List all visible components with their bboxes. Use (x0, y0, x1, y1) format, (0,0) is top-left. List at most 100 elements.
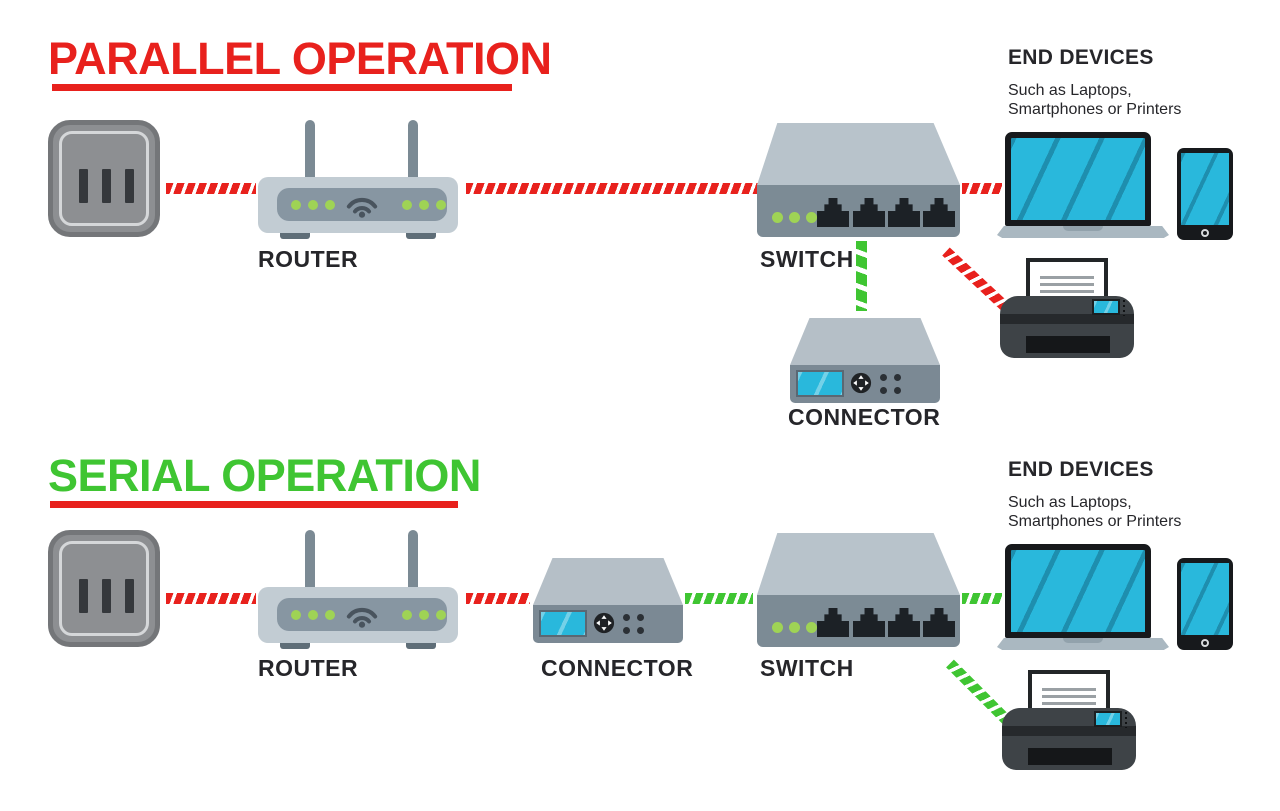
connector-label: CONNECTOR (788, 404, 941, 430)
router-led (402, 610, 412, 620)
tablet-icon (1177, 148, 1233, 240)
switch-led (806, 622, 817, 633)
router-led (291, 610, 301, 620)
switch-label: SWITCH (760, 246, 854, 272)
connector-screen (539, 610, 587, 637)
printer-band (1002, 726, 1136, 736)
connector-knob-icon (593, 612, 615, 639)
router-icon (258, 120, 458, 239)
paper-line (1042, 688, 1096, 691)
laptop-base (997, 638, 1169, 650)
laptop-screen (1005, 544, 1151, 638)
link-router-switch (466, 183, 758, 194)
socket-slot (79, 579, 88, 613)
switch-icon (757, 123, 960, 237)
printer-display-dots (1125, 712, 1127, 728)
connector-icon (790, 318, 940, 403)
socket-slot (79, 169, 88, 203)
parallel-title: PARALLEL OPERATION (48, 33, 552, 84)
router-led (325, 200, 335, 210)
connector-dot (623, 614, 630, 621)
switch-front (757, 595, 960, 647)
wifi-icon (344, 190, 380, 223)
printer-display (1092, 299, 1120, 315)
router-antenna (408, 120, 418, 182)
laptop-icon (997, 132, 1169, 238)
paper-line (1042, 702, 1096, 705)
switch-top (757, 123, 960, 185)
router-led (308, 200, 318, 210)
subtitle-line: Smartphones or Printers (1008, 513, 1182, 530)
link-switch-connector (856, 241, 867, 311)
laptop-base (997, 226, 1169, 238)
switch-led (789, 212, 800, 223)
subtitle-line: Such as Laptops, (1008, 82, 1132, 99)
switch-top (757, 533, 960, 595)
connector-top (533, 558, 683, 605)
router-label: ROUTER (258, 246, 359, 272)
switch-front (757, 185, 960, 237)
printer-icon (1002, 662, 1136, 770)
printer-output-slot (1026, 336, 1110, 353)
tablet-icon (1177, 558, 1233, 650)
subtitle-line: Such as Laptops, (1008, 494, 1132, 511)
printer-icon (1000, 250, 1134, 358)
printer-band (1000, 314, 1134, 324)
link-switch-laptop (962, 593, 1002, 604)
serial-title-underline (50, 501, 458, 508)
switch-led (772, 622, 783, 633)
router-led (291, 200, 301, 210)
printer-output-slot (1028, 748, 1112, 765)
tablet-home-button (1201, 229, 1209, 237)
router-icon (258, 530, 458, 649)
tablet-screen (1181, 563, 1229, 635)
router-antenna (305, 120, 315, 182)
link-router-connector (466, 593, 530, 604)
router-foot (406, 643, 436, 649)
paper-line (1042, 695, 1096, 698)
router-led (436, 610, 446, 620)
socket-slot (102, 169, 111, 203)
end-devices-subtitle: Such as Laptops, Smartphones or Printers (1008, 493, 1181, 531)
router-foot (406, 233, 436, 239)
paper-line (1040, 290, 1094, 293)
switch-led (806, 212, 817, 223)
power-socket-icon (48, 120, 160, 237)
switch-led (772, 212, 783, 223)
end-devices-heading: END DEVICES (1008, 46, 1154, 69)
router-antenna (408, 530, 418, 592)
switch-icon (757, 533, 960, 647)
router-led (308, 610, 318, 620)
wifi-icon (344, 600, 380, 633)
socket-slot (125, 579, 134, 613)
router-led (419, 610, 429, 620)
socket-slot (102, 579, 111, 613)
subtitle-line: Smartphones or Printers (1008, 101, 1182, 118)
printer-display-dots (1123, 300, 1125, 316)
link-socket-router (166, 183, 256, 194)
connector-label: CONNECTOR (541, 655, 694, 681)
switch-label: SWITCH (760, 655, 854, 681)
connector-dot (880, 387, 887, 394)
link-socket-router (166, 593, 256, 604)
end-devices-heading: END DEVICES (1008, 458, 1154, 481)
link-switch-laptop (962, 183, 1002, 194)
connector-dot (880, 374, 887, 381)
end-devices-subtitle: Such as Laptops, Smartphones or Printers (1008, 81, 1181, 119)
router-led (436, 200, 446, 210)
router-led (402, 200, 412, 210)
printer-display (1094, 711, 1122, 727)
parallel-title-underline (52, 84, 512, 91)
connector-dot (637, 614, 644, 621)
laptop-notch (1063, 638, 1103, 643)
laptop-screen (1005, 132, 1151, 226)
router-label: ROUTER (258, 655, 359, 681)
serial-title: SERIAL OPERATION (48, 450, 481, 501)
connector-top (790, 318, 940, 365)
socket-inner-outline (59, 541, 149, 636)
connector-icon (533, 558, 683, 643)
router-foot (280, 643, 310, 649)
link-switch-printer (946, 659, 1011, 724)
